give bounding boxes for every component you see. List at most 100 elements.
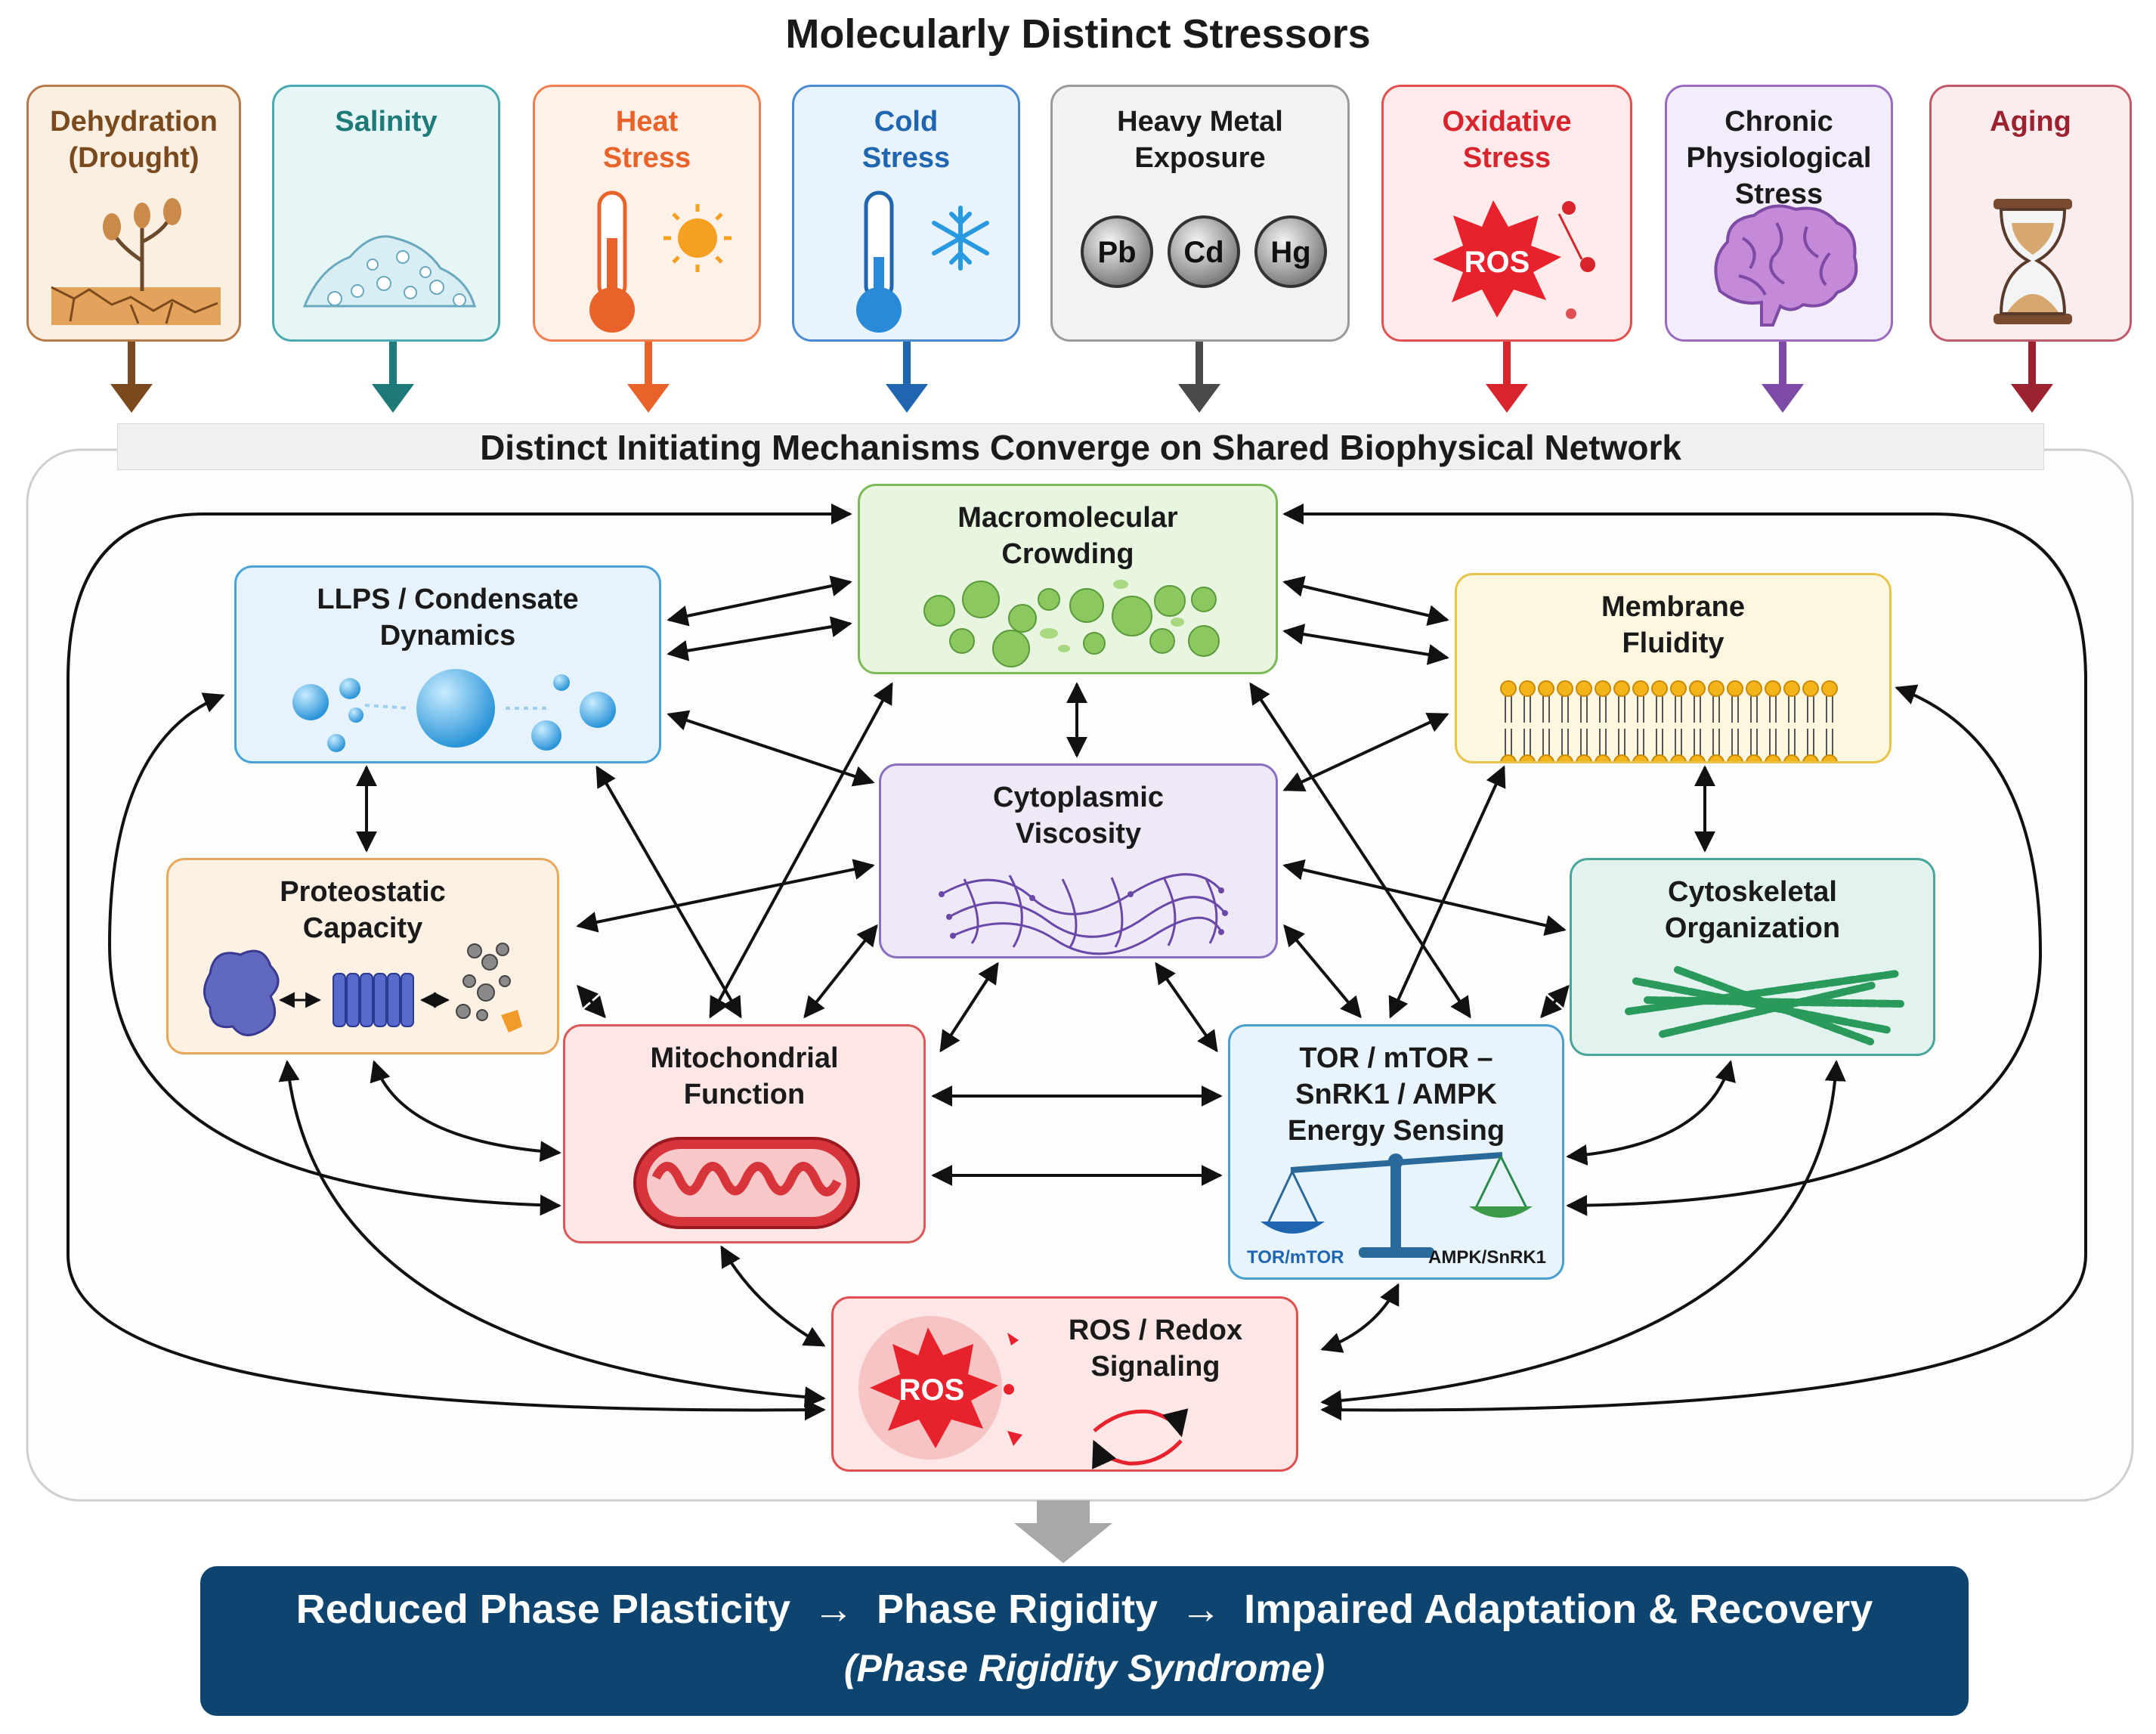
lipid-head [1576,754,1592,761]
stressor-label-oxidative: Oxidative Stress [1442,106,1572,174]
node-ros-redox: ROS / Redox Signaling ROS [831,1296,1298,1472]
lipid-tail [1542,729,1550,755]
arrow-dehydration [110,342,153,413]
node-label-membrane: Membrane Fluidity [1601,591,1746,659]
edge-llps-mito-loop [107,692,561,1216]
lipid-head [1632,680,1649,697]
lipid-head [1708,754,1724,761]
edge-cyto-tor [1540,984,1570,1019]
dry-soil-plant-icon [51,198,221,325]
lipid-head [1783,680,1800,697]
convergence-banner: Distinct Initiating Mechanisms Converge … [117,423,2044,470]
lipid-head [1519,754,1536,761]
lipid-head [1689,754,1706,761]
stressor-card-chronic: Chronic Physiological Stress [1665,85,1893,342]
lipid-head [1500,754,1517,761]
arrow-chronic [1762,342,1804,413]
node-cytoskeletal-organization: Cytoskeletal Organization [1570,858,1935,1056]
ros-badge-node: ROS [899,1373,965,1407]
lipid-tail [1523,729,1531,755]
lipid-tail [1561,696,1569,723]
node-macromolecular-crowding: Macromolecular Crowding [858,484,1278,674]
node-label-llps: LLPS / Condensate Dynamics [317,584,579,652]
stressor-label-aging: Aging [1990,106,2071,138]
lipid-tail [1505,696,1512,723]
node-energy-sensing: TOR / mTOR – SnRK1 / AMPK Energy Sensing… [1228,1024,1564,1280]
lipid-head [1765,754,1781,761]
lipid-head [1613,680,1630,697]
lipid-tail [1656,696,1663,723]
node-label-cytoskeleton: Cytoskeletal Organization [1664,876,1841,944]
lipid-head [1613,754,1630,761]
lipid-tail [1675,696,1682,723]
lipid-head [1500,680,1517,697]
edge-proteo-mito [577,984,606,1019]
balance-scale-icon [1261,1152,1533,1258]
arrow-oxidative [1486,342,1528,413]
crowded-molecules-icon [923,580,1220,667]
node-proteostatic-capacity: Proteostatic Capacity [166,858,559,1054]
lipid-head [1538,680,1554,697]
edge-viscosity-mito [939,961,999,1053]
outcome-banner: Reduced Phase Plasticity → Phase Rigidit… [200,1566,1969,1716]
edge-llps-mito [595,765,742,1019]
lipid-head [1821,680,1838,697]
lipid-head [1802,754,1819,761]
lipid-head [1651,680,1668,697]
outcome-arrow [1014,1500,1112,1563]
node-cytoplasmic-viscosity: Cytoplasmic Viscosity [879,763,1278,958]
lipid-tail [1618,696,1626,723]
stressor-label-chronic: Chronic Physiological Stress [1686,106,1872,210]
lipid-tail [1731,729,1739,755]
edge-outer-right [1282,503,2087,1421]
lipid-tail [1712,729,1720,755]
lipid-tail [1769,729,1777,755]
scale-label-ampk: AMPK/SnRK1 [1428,1247,1547,1268]
lipid-tail [1750,729,1758,755]
mitochondrion-icon [633,1137,860,1229]
stressor-label-heat: Heat Stress [602,106,691,174]
lipid-head [1670,754,1687,761]
node-label-ros: ROS / Redox Signaling [1068,1314,1243,1383]
lipid-tail [1561,729,1569,755]
lipid-tail [1637,696,1644,723]
lipid-tail [1826,729,1833,755]
lipid-tail [1637,729,1644,755]
lipid-head [1632,754,1649,761]
lipid-tail [1599,729,1607,755]
lipid-tail [1826,696,1833,723]
thermometer-snowflake-icon [856,190,989,333]
lipid-head [1802,680,1819,697]
brain-icon [1714,204,1858,327]
lipid-head [1746,680,1762,697]
lipid-tail [1656,729,1663,755]
edge-membrane-tor-loop [1566,684,2043,1216]
filaments-icon [1625,966,1904,1045]
lipid-tail [1731,696,1739,723]
edge-viscosity-tor [1155,961,1218,1053]
ion-cd: Cd [1183,236,1223,269]
arrow-salinity [372,342,414,413]
lipid-head [1670,680,1687,697]
lipid-tail [1580,696,1588,723]
lipid-tail [1807,696,1814,723]
lipid-tail [1694,729,1701,755]
lipid-tail [1807,729,1814,755]
lipid-head [1557,754,1573,761]
arrow-metal [1178,342,1220,413]
node-label-viscosity: Cytoplasmic Viscosity [993,782,1164,850]
lipid-tail [1542,696,1550,723]
lipid-tail [1618,729,1626,755]
lipid-head [1595,754,1611,761]
lipid-head [1783,754,1800,761]
lipid-bilayer-icon [1500,680,1838,761]
node-label-crowding: Macromolecular Crowding [957,502,1178,570]
outcome-line-1: Reduced Phase Plasticity → Phase Rigidit… [295,1587,1873,1632]
lipid-tail [1788,729,1796,755]
salt-pile-icon [302,235,476,308]
ros-burst-icon: ROS [1433,200,1595,319]
node-label-tor: TOR / mTOR – SnRK1 / AMPK Energy Sensing [1287,1042,1505,1147]
node-label-mito: Mitochondrial Function [650,1042,839,1110]
stressor-label-salinity: Salinity [335,106,438,138]
